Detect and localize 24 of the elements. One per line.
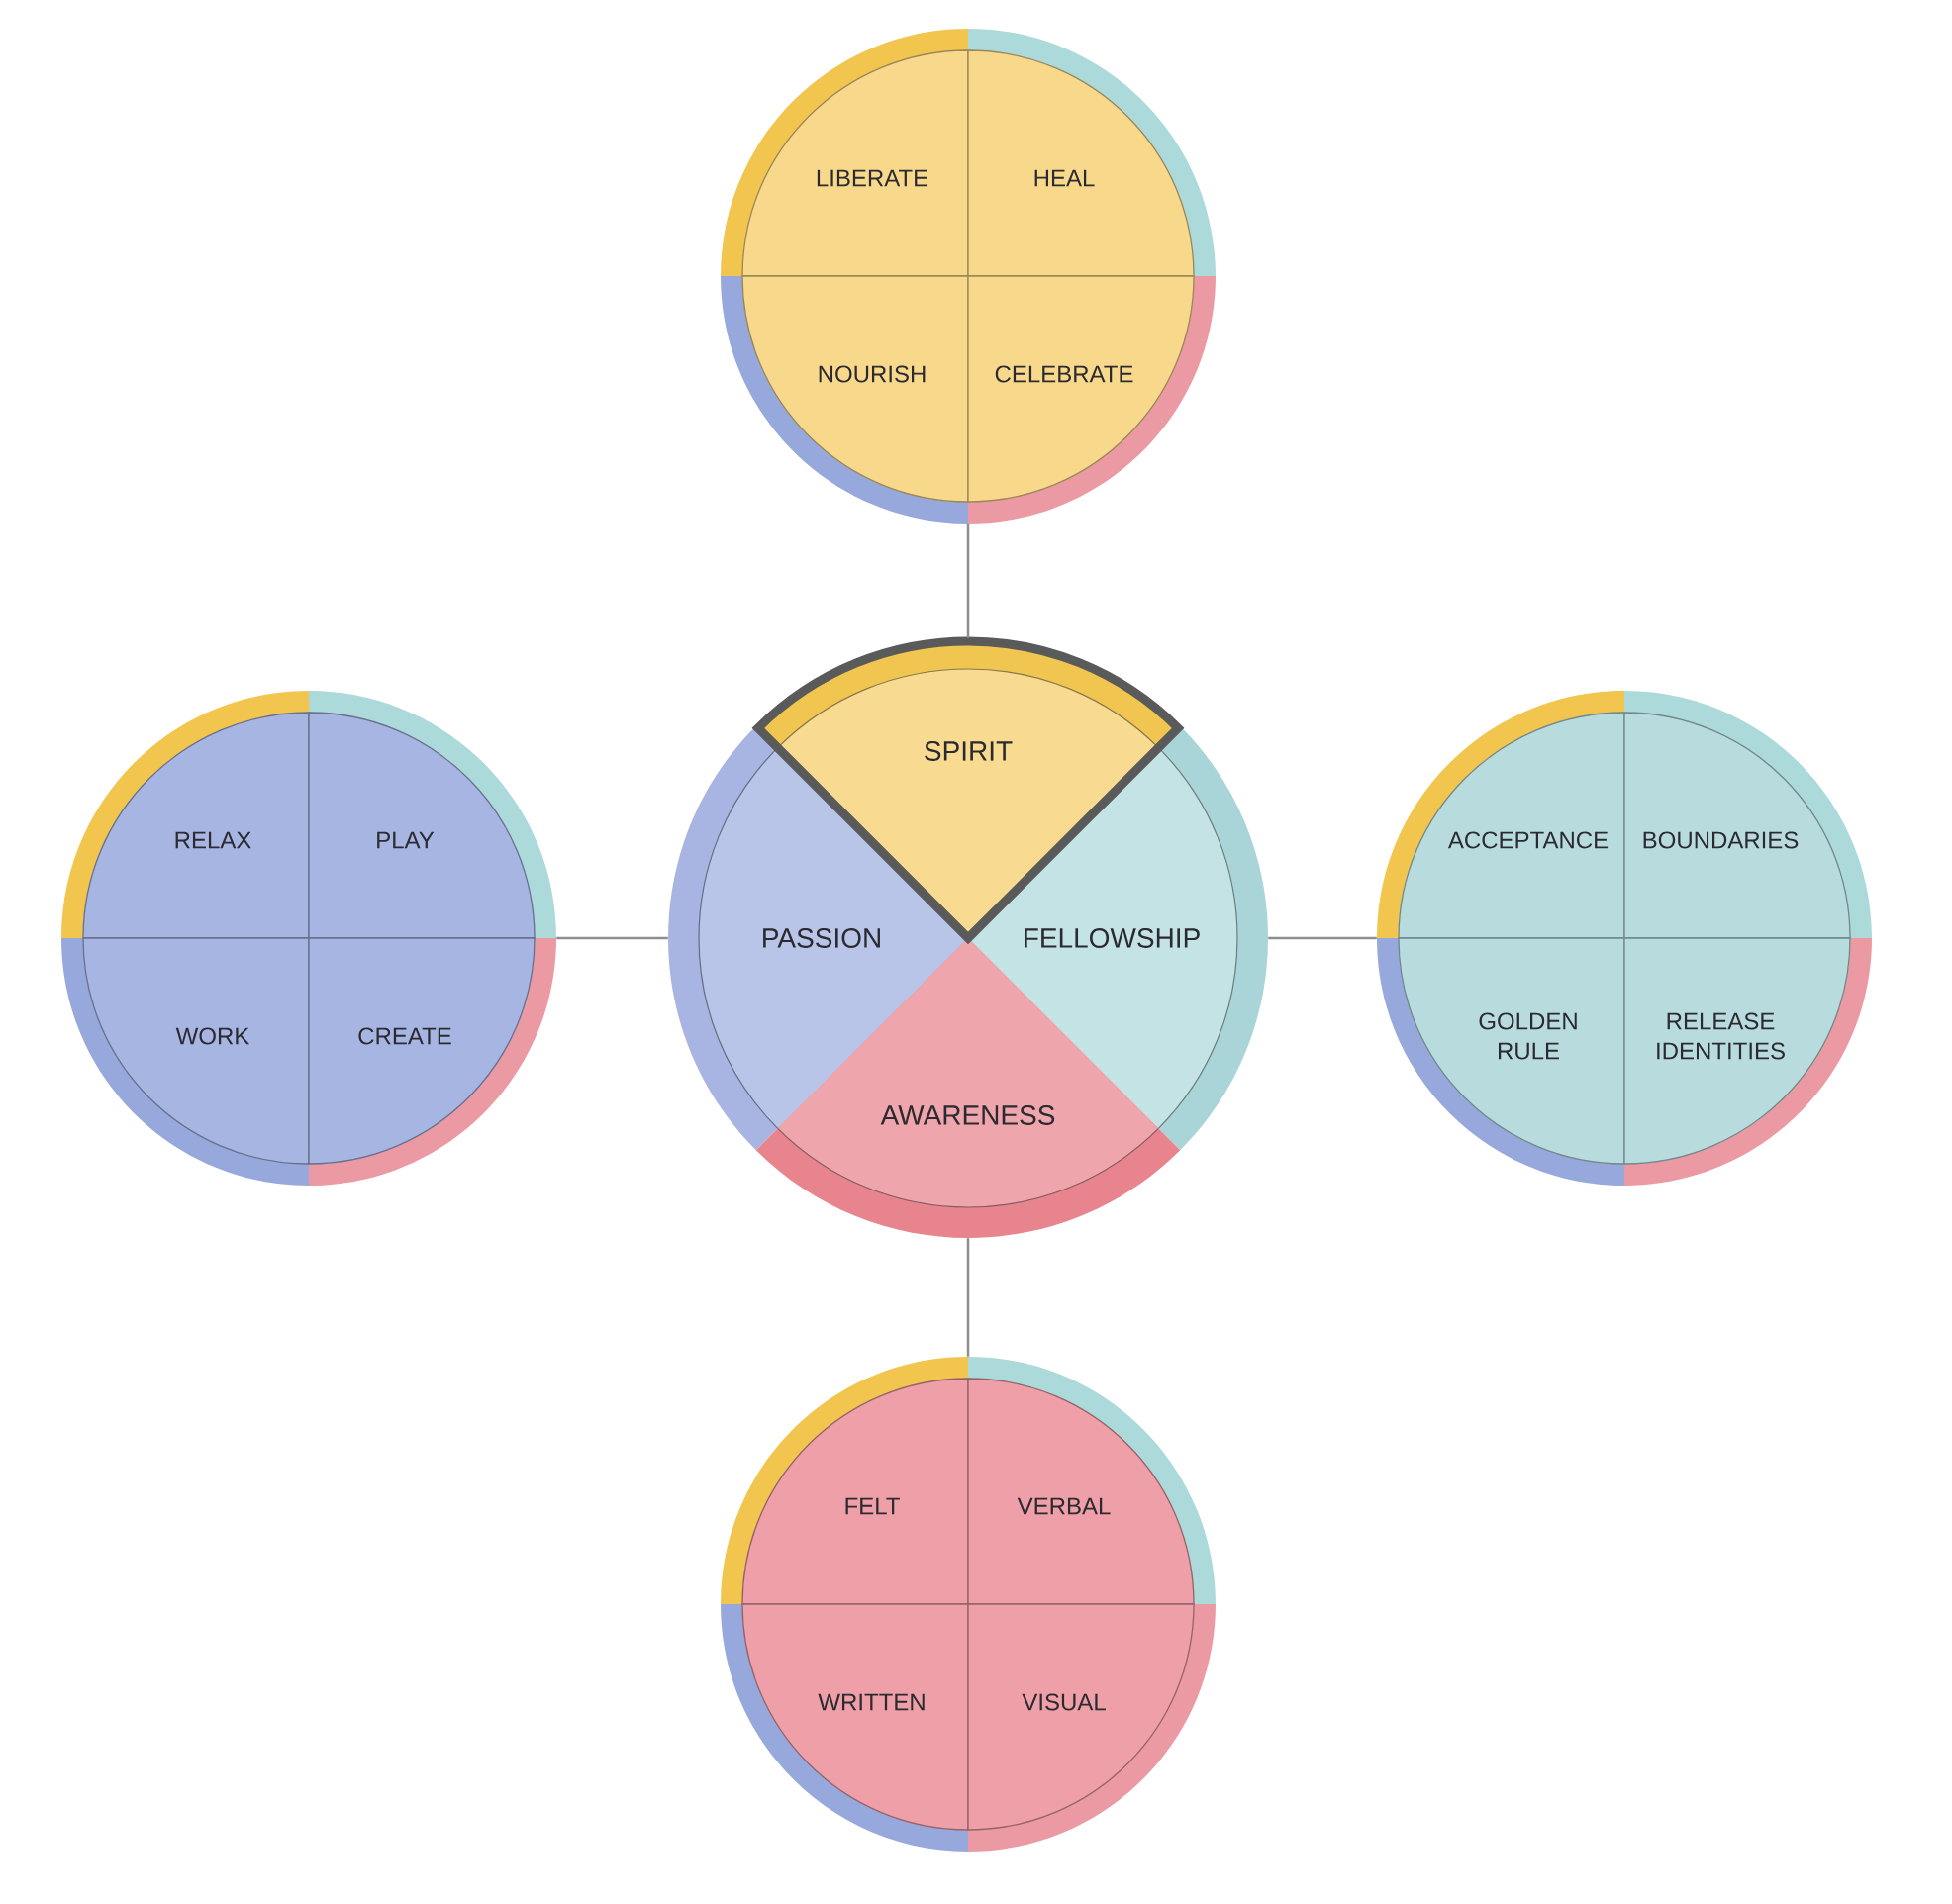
quadrant: LIBERATE [741,49,969,277]
quadrant: BOUNDARIES [1623,712,1851,939]
quadrant: WRITTEN [741,1603,969,1831]
color-ring [721,1357,1216,1852]
quadrant: RELEASE IDENTITIES [1623,937,1851,1165]
connector-line [966,524,970,638]
quadrant: VERBAL [967,1378,1195,1605]
quadrant: PLAY [308,712,536,939]
color-ring [61,691,556,1186]
connector-line [966,1238,970,1357]
quadrant: ACCEPTANCE [1398,712,1625,939]
quadrant: WORK [82,937,310,1165]
quadrant: CREATE [308,937,536,1165]
quadrant: CELEBRATE [967,275,1195,503]
color-ring [721,29,1216,524]
connector-line [556,936,668,940]
color-ring [1377,691,1872,1186]
quadrant: HEAL [967,49,1195,277]
quadrant: GOLDEN RULE [1398,937,1625,1165]
connector-line [1268,936,1377,940]
quadrant: FELT [741,1378,969,1605]
quadrant: RELAX [82,712,310,939]
quadrant: VISUAL [967,1603,1195,1831]
quadrant: NOURISH [741,275,969,503]
